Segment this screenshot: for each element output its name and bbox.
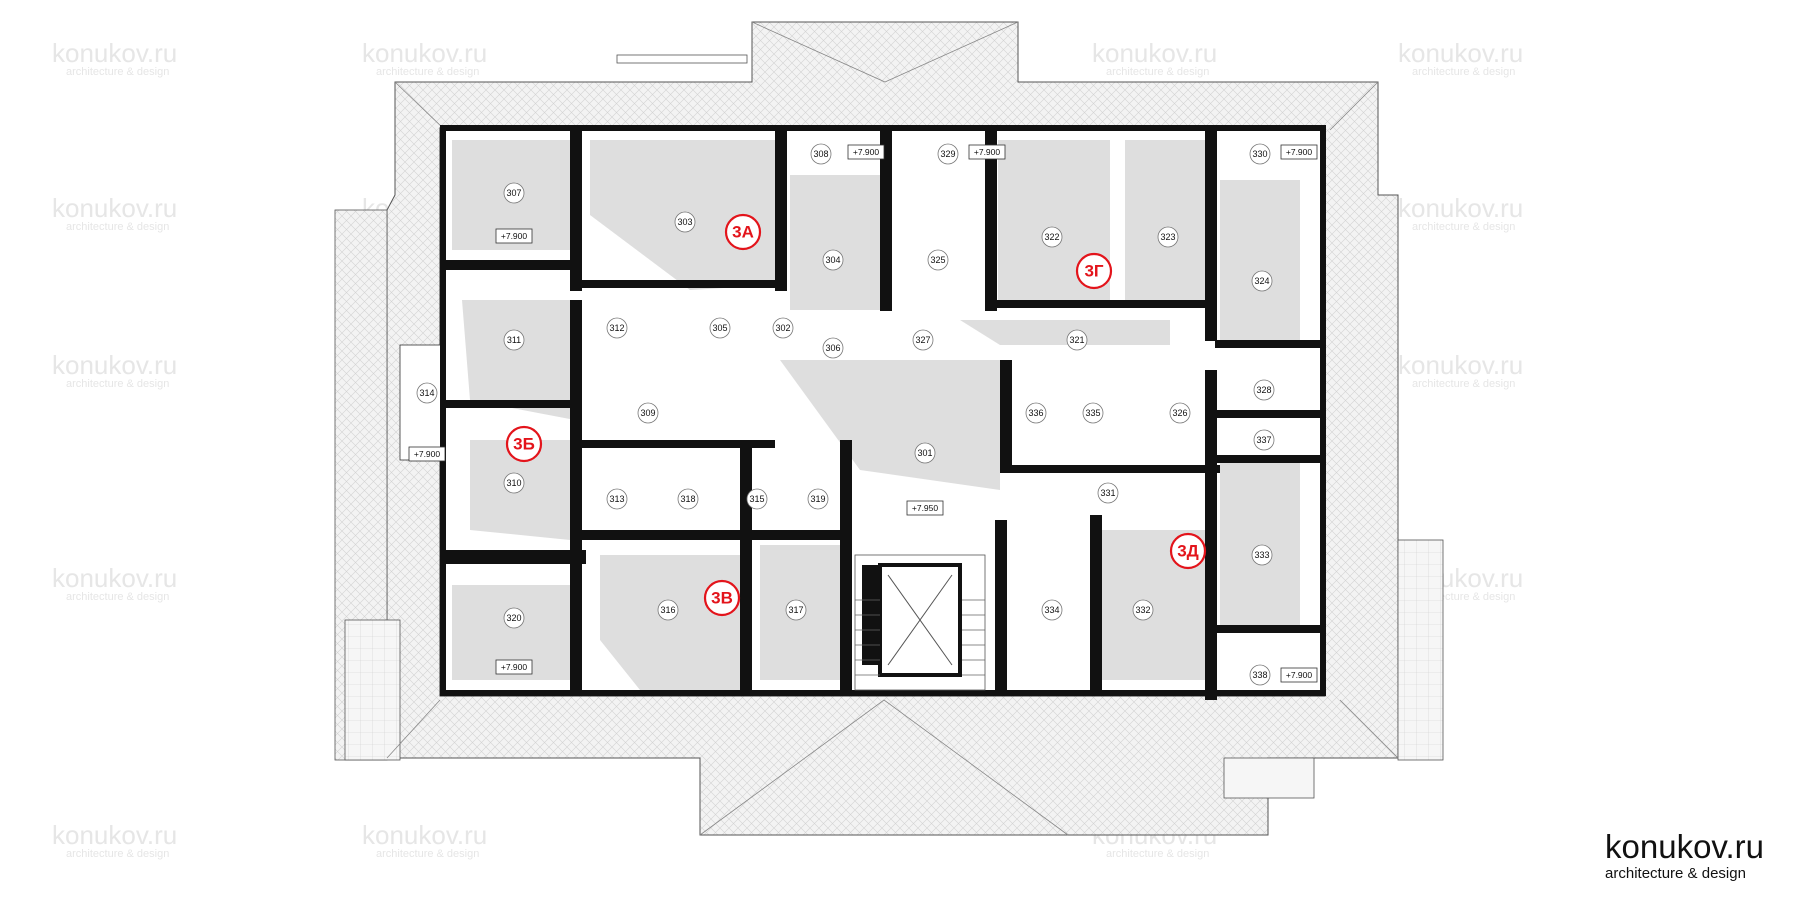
- apt-3v-label: 3В: [711, 589, 733, 608]
- room-319: 319: [810, 494, 825, 504]
- room-322: 322: [1044, 232, 1059, 242]
- room-314: 314: [419, 388, 434, 398]
- elevation-label: +7.950: [912, 503, 939, 513]
- room-numbers: 301 302 303 304 305 306 307 308 309 310 …: [416, 143, 1275, 686]
- brand-logo: konukov.ru architecture & design: [1605, 830, 1764, 882]
- room-323: 323: [1160, 232, 1175, 242]
- room-321: 321: [1069, 335, 1084, 345]
- room-330: 330: [1252, 149, 1267, 159]
- room-329: 329: [940, 149, 955, 159]
- elevation-label: +7.900: [501, 231, 528, 241]
- elevation-label: +7.900: [974, 147, 1001, 157]
- room-302: 302: [775, 323, 790, 333]
- room-315: 315: [749, 494, 764, 504]
- room-334: 334: [1044, 605, 1059, 615]
- apt-3b-label: 3Б: [513, 435, 535, 454]
- elevation-markers: +7.900 +7.900 +7.900 +7.900 +7.900 +7.90…: [408, 144, 1318, 683]
- room-325: 325: [930, 255, 945, 265]
- room-301: 301: [917, 448, 932, 458]
- apt-3g-label: 3Г: [1084, 262, 1103, 281]
- room-335: 335: [1085, 408, 1100, 418]
- room-303: 303: [677, 217, 692, 227]
- room-306: 306: [825, 343, 840, 353]
- elevation-label: +7.900: [1286, 147, 1313, 157]
- room-328: 328: [1256, 385, 1271, 395]
- brand-title: konukov.ru: [1605, 828, 1764, 865]
- room-309: 309: [640, 408, 655, 418]
- room-337: 337: [1256, 435, 1271, 445]
- room-312: 312: [609, 323, 624, 333]
- room-317: 317: [788, 605, 803, 615]
- room-305: 305: [712, 323, 727, 333]
- room-310: 310: [506, 478, 521, 488]
- elevation-label: +7.900: [414, 449, 441, 459]
- walls: [440, 125, 1326, 700]
- room-318: 318: [680, 494, 695, 504]
- elevation-label: +7.900: [1286, 670, 1313, 680]
- room-333: 333: [1254, 550, 1269, 560]
- room-311: 311: [507, 335, 521, 345]
- apt-3a-label: 3А: [732, 223, 754, 242]
- brand-subtitle: architecture & design: [1605, 865, 1746, 882]
- room-316: 316: [660, 605, 675, 615]
- elevation-label: +7.900: [501, 662, 528, 672]
- room-326: 326: [1172, 408, 1187, 418]
- room-332: 332: [1135, 605, 1150, 615]
- room-338: 338: [1252, 670, 1267, 680]
- room-307: 307: [506, 188, 521, 198]
- room-304: 304: [825, 255, 840, 265]
- elevation-label: +7.900: [853, 147, 880, 157]
- room-331: 331: [1100, 488, 1115, 498]
- room-336: 336: [1028, 408, 1043, 418]
- apartment-labels: 3А 3Б 3В 3Г 3Д: [505, 213, 1207, 617]
- staircase: [854, 554, 986, 691]
- room-324: 324: [1254, 276, 1269, 286]
- room-320: 320: [506, 613, 521, 623]
- room-308: 308: [813, 149, 828, 159]
- apt-3d-label: 3Д: [1177, 542, 1199, 561]
- room-313: 313: [609, 494, 624, 504]
- room-327: 327: [915, 335, 930, 345]
